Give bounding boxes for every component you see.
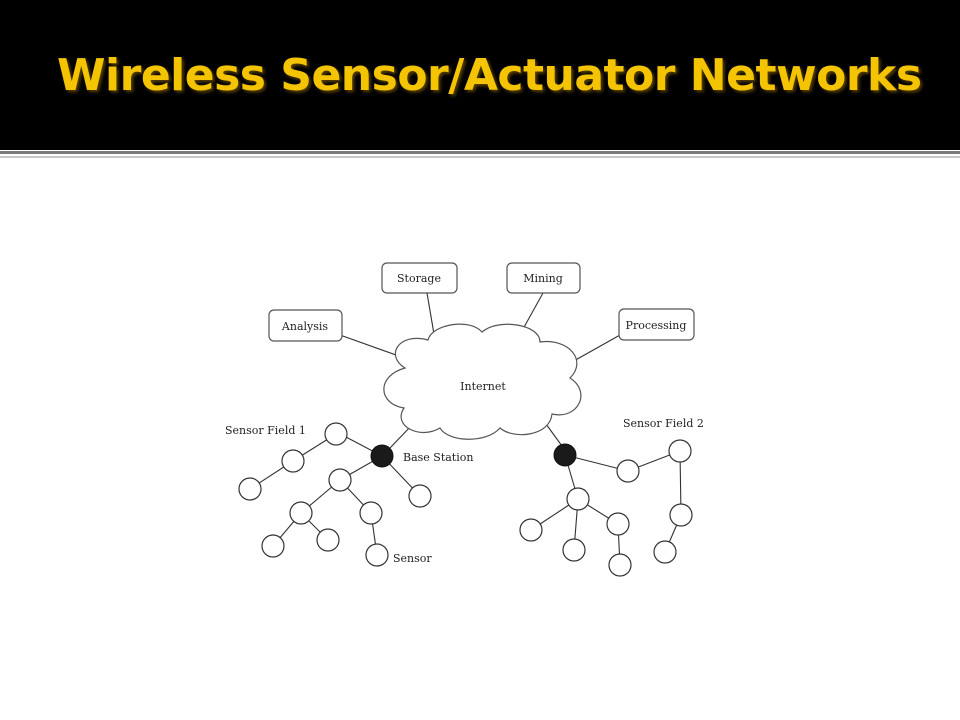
base-station-2: [553, 443, 577, 467]
analysis-box: [268, 309, 343, 342]
processing-box: [618, 308, 695, 341]
sensor-node: [566, 487, 590, 511]
sensor-node: [328, 468, 352, 492]
sensor-field-2-label: Sensor Field 2: [623, 417, 704, 430]
sensor-node: [608, 553, 632, 577]
storage-box: [381, 262, 458, 294]
header-divider-shadow: [0, 156, 960, 158]
sensor-node: [238, 477, 262, 501]
sensor-node: [668, 439, 692, 463]
edge-processing-internet: [571, 334, 621, 363]
edge-internet-base-station-2: [545, 423, 563, 447]
sensor-node: [281, 449, 305, 473]
header-bar: [0, 0, 960, 150]
header-divider: [0, 151, 960, 154]
sensor-field-2-nodes: [519, 439, 693, 577]
sensor-node: [616, 459, 640, 483]
internet-label: Internet: [460, 380, 506, 393]
sensor-node: [519, 518, 543, 542]
sensor-label: Sensor: [393, 552, 432, 565]
sensor-node: [408, 484, 432, 508]
sensor-node: [365, 543, 389, 567]
sensor-node: [359, 501, 383, 525]
sensor-node: [316, 528, 340, 552]
analysis-label: Analysis: [281, 320, 328, 333]
sensor-node: [606, 512, 630, 536]
mining-box: [506, 262, 581, 294]
processing-label: Processing: [626, 319, 687, 332]
sensor-node: [562, 538, 586, 562]
base-station-label: Base Station: [403, 451, 473, 464]
sensor-node: [653, 540, 677, 564]
sensor-field-1-nodes: [238, 422, 432, 567]
sensor-node: [669, 503, 693, 527]
sensor-node: [289, 501, 313, 525]
sensor-node: [261, 534, 285, 558]
mining-label: Mining: [523, 272, 563, 285]
sensor-field-1-label: Sensor Field 1: [225, 424, 306, 437]
internet-cloud: [383, 323, 582, 440]
sensor-node: [324, 422, 348, 446]
base-station-1: [370, 444, 394, 468]
slide-title: Wireless Sensor/Actuator Networks: [57, 49, 922, 101]
storage-label: Storage: [397, 272, 441, 285]
